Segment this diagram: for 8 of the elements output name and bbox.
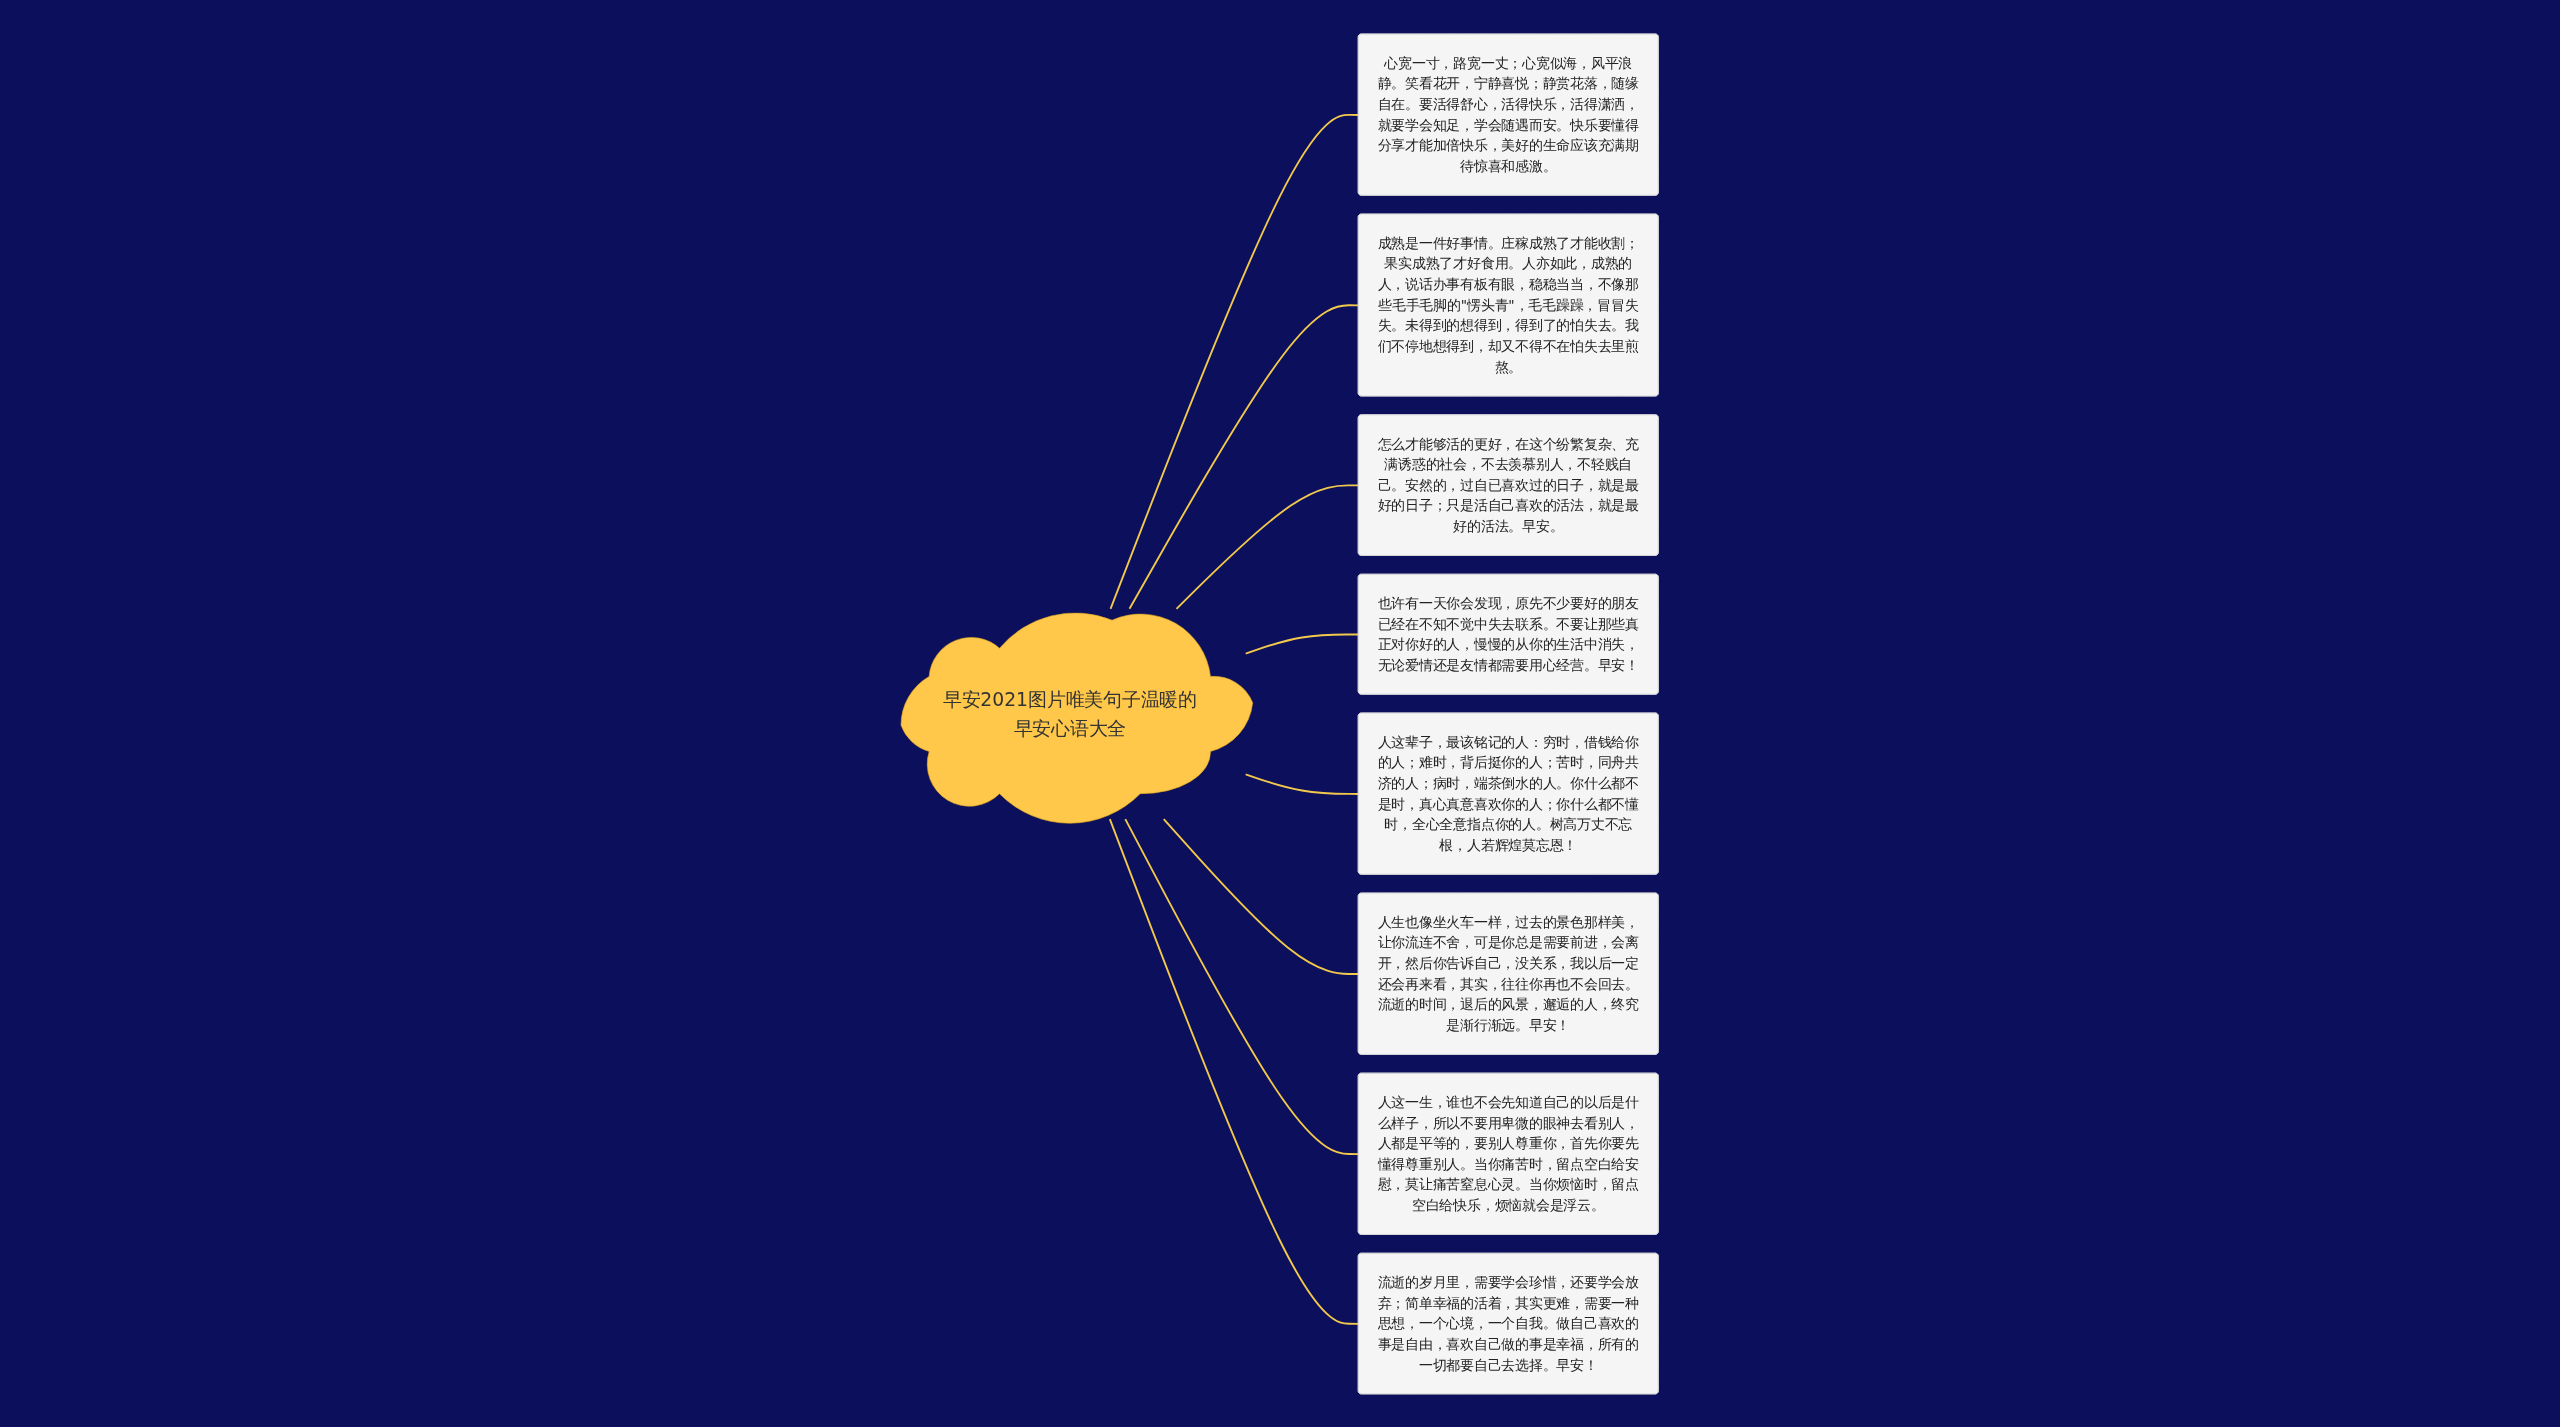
connector — [1245, 633, 1360, 655]
connector — [1163, 817, 1360, 975]
connector — [1124, 817, 1360, 1155]
connector — [1245, 772, 1360, 795]
connector — [1109, 817, 1360, 1325]
connector — [1128, 303, 1360, 610]
connector — [1175, 483, 1360, 610]
connector — [1109, 113, 1360, 610]
